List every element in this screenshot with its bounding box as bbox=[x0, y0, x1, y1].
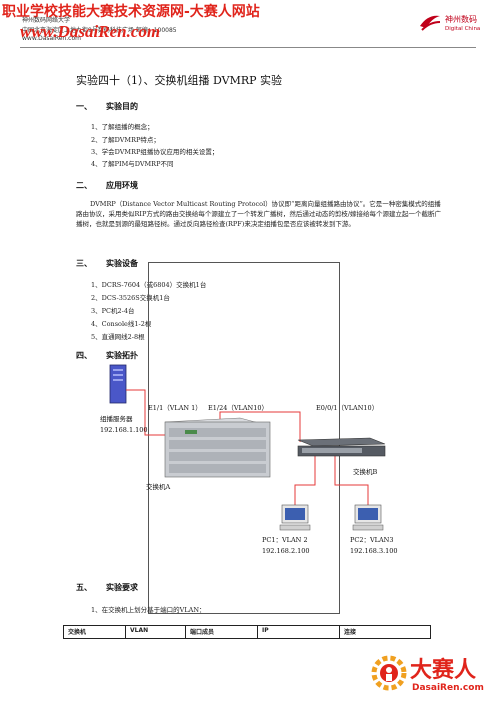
link-b-pc1 bbox=[294, 455, 316, 505]
list-item: 3、学会DVMRP组播协议应用的相关设置； bbox=[91, 148, 219, 156]
brand-swoosh-icon bbox=[420, 15, 441, 31]
environment-paragraph: DVMRP（Distance Vector Multicast Routing … bbox=[76, 200, 442, 228]
watermark-title: 职业学校技能大赛技术资源网-大赛人网站 bbox=[2, 4, 260, 20]
server-label: 组播服务器 bbox=[100, 415, 133, 423]
logo-big-text: 大赛人 bbox=[410, 658, 477, 683]
table-header-switch: 交换机 bbox=[64, 626, 126, 638]
section-heading-2: 二、应用环境 bbox=[76, 181, 138, 190]
logo-en: Digital China bbox=[445, 26, 481, 32]
watermark-url: www.DasaiRen.com bbox=[20, 22, 161, 41]
list-item: 5、直通网线2-8根 bbox=[91, 333, 145, 341]
pc2-ip: 192.168.3.100 bbox=[350, 547, 398, 555]
page-title: 实验四十（1）、交换机组播 DVMRP 实验 bbox=[76, 74, 283, 87]
server-icon bbox=[109, 364, 127, 404]
switch-b-label: 交换机B bbox=[353, 468, 378, 476]
pc1-ip: 192.168.2.100 bbox=[262, 547, 310, 555]
overlay-frame bbox=[148, 262, 340, 614]
switch-a-label: 交换机A bbox=[146, 483, 171, 491]
access-switch-icon bbox=[297, 437, 386, 457]
header-address: 中国北京海淀区上地九街9号数码科技广场 邮编：100085 bbox=[22, 27, 177, 34]
table-header-ip: IP bbox=[258, 626, 340, 638]
pc1-label: PC1：VLAN 2 bbox=[262, 536, 308, 544]
list-item: 1、了解组播的概念； bbox=[91, 123, 154, 131]
section-heading-1: 一、实验目的 bbox=[76, 102, 138, 111]
header-school: 神州数码网络大学 bbox=[22, 17, 71, 24]
dasairen-logo: 大赛人 DasaiRen.com bbox=[370, 650, 490, 698]
pc1-icon bbox=[279, 504, 311, 531]
list-item: 4、Console线1-2根 bbox=[91, 320, 152, 328]
server-ip: 192.168.1.100 bbox=[100, 426, 148, 434]
list-item: 3、PC机2-4台 bbox=[91, 307, 135, 315]
list-item: 2、了解DVMRP特点； bbox=[91, 136, 160, 144]
section-heading-5: 五、实验要求 bbox=[76, 583, 138, 592]
gear-logo-icon bbox=[371, 655, 407, 691]
list-item: 2、DCS-3526S交换机1台 bbox=[91, 294, 170, 302]
table-header-ports: 端口成员 bbox=[186, 626, 258, 638]
table-header-vlan: VLAN bbox=[126, 626, 186, 638]
pc2-label: PC2：VLAN3 bbox=[350, 536, 394, 544]
digital-china-logo: 神州数码 Digital China bbox=[418, 8, 488, 42]
header-divider bbox=[20, 47, 476, 48]
logo-cn: 神州数码 bbox=[445, 15, 477, 24]
table-header-connect: 连接 bbox=[344, 629, 357, 636]
vlan-table-header: 交换机 VLAN 端口成员 IP 连接 bbox=[63, 625, 431, 639]
list-item: 4、了解PIM与DVMRP不同 bbox=[91, 160, 174, 168]
section-heading-4: 四、实验拓扑 bbox=[76, 351, 138, 360]
pc2-icon bbox=[352, 504, 384, 531]
logo-url: DasaiRen.com bbox=[412, 683, 484, 693]
section-heading-3: 三、实验设备 bbox=[76, 259, 138, 268]
topology-diagram bbox=[109, 364, 386, 531]
header-site: www.DasaiRen.com bbox=[22, 35, 81, 42]
chassis-switch-icon bbox=[164, 417, 271, 478]
port-a1-label: E1/1（VLAN 1） bbox=[148, 404, 202, 412]
port-a2-label: E1/24（VLAN10） bbox=[208, 404, 269, 412]
port-b-label: E0/0/1（VLAN10） bbox=[316, 404, 379, 412]
link-b-pc2 bbox=[334, 455, 369, 505]
list-item: 1、在交换机上划分基于端口的VLAN： bbox=[91, 606, 206, 614]
